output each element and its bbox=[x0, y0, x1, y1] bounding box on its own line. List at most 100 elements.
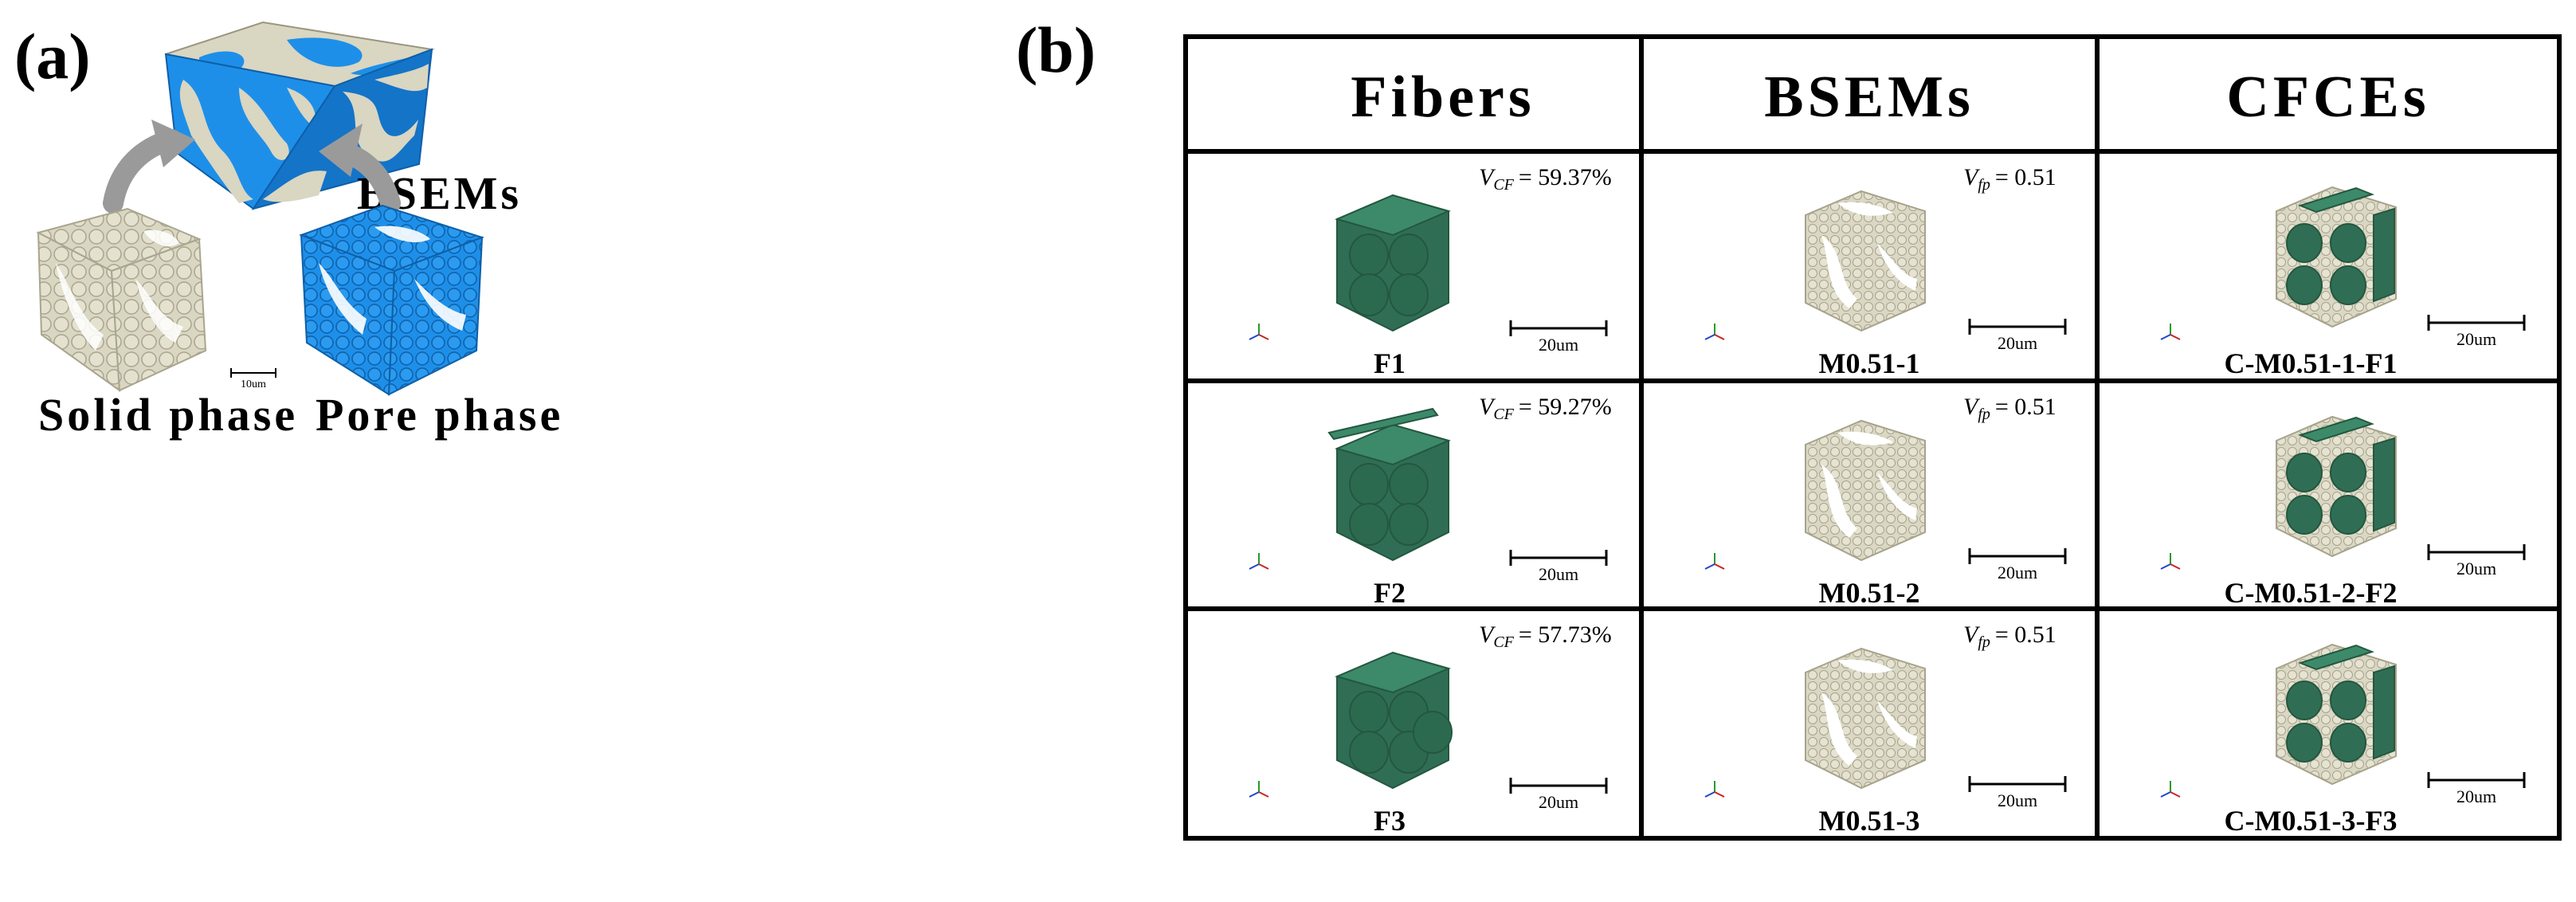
scale-bar-label: 20um bbox=[1539, 564, 1578, 584]
cfce-fiber-end bbox=[2330, 265, 2366, 305]
arrow-head bbox=[319, 124, 363, 177]
cfce-name: C-M0.51-1-F1 bbox=[2225, 347, 2398, 379]
scale-bar-label: 20um bbox=[2456, 559, 2496, 578]
axis-x bbox=[2170, 334, 2181, 340]
pore-phase-cube bbox=[299, 204, 485, 396]
panel-b-table-grid bbox=[1183, 34, 2562, 841]
scale-bar: 20um bbox=[1968, 548, 2067, 582]
bsem-void bbox=[1821, 692, 1857, 766]
cfce-name: C-M0.51-2-F2 bbox=[2225, 577, 2398, 609]
bsem-block bbox=[1805, 647, 1926, 790]
axis-x bbox=[1258, 791, 1269, 798]
solid-void bbox=[143, 229, 179, 247]
vcf-annotation-subscript: CF bbox=[1493, 406, 1514, 423]
cfce-fiber-side bbox=[2373, 665, 2395, 760]
solid-phase-label: Solid phase bbox=[38, 389, 298, 441]
cfce-fiber-end bbox=[2330, 495, 2366, 535]
axis-triad-icon bbox=[1249, 553, 1269, 570]
vcf-annotation-symbol: V bbox=[1479, 622, 1496, 648]
axis-triad-icon bbox=[1249, 781, 1269, 798]
vcf-annotation: VCF= 59.37% bbox=[1479, 164, 1612, 194]
cfce-fiber-top bbox=[2298, 644, 2374, 671]
bsem-top-pore-patch bbox=[351, 56, 414, 76]
fiber-end bbox=[1389, 233, 1429, 276]
axis-z bbox=[2160, 334, 2171, 340]
cfce-fiber-side bbox=[2373, 437, 2395, 532]
fiber-top bbox=[1335, 651, 1451, 694]
axis-z bbox=[2160, 791, 2171, 798]
cfce-fiber-end bbox=[2286, 453, 2323, 492]
scale-bar-label: 20um bbox=[1539, 792, 1578, 812]
scale-bar: 20um bbox=[1509, 320, 1608, 355]
cfce-fiber-end bbox=[2286, 265, 2323, 305]
axis-triad-icon bbox=[1249, 324, 1269, 340]
bsem-block bbox=[1805, 419, 1926, 562]
axis-x bbox=[1714, 791, 1725, 798]
scale-bar: 20um bbox=[1509, 550, 1608, 584]
bsem-void bbox=[1877, 473, 1917, 520]
cfce-structure bbox=[2276, 415, 2397, 558]
scale-bar-label: 20um bbox=[1998, 333, 2037, 353]
axis-z bbox=[1704, 791, 1715, 798]
bsem-void bbox=[1821, 235, 1857, 308]
solid-void bbox=[135, 279, 183, 343]
vfp-annotation-symbol: V bbox=[1963, 394, 1981, 420]
header-fibers: Fibers bbox=[1351, 65, 1535, 130]
axis-z bbox=[1704, 334, 1715, 340]
pore-void bbox=[414, 279, 466, 331]
fiber-end bbox=[1349, 503, 1389, 546]
bsem-cube bbox=[164, 21, 435, 210]
cfce-name: C-M0.51-3-F3 bbox=[2225, 805, 2398, 837]
cfce-fiber-end bbox=[2330, 723, 2366, 763]
vcf-annotation-symbol: V bbox=[1479, 394, 1496, 420]
cfce-structure bbox=[2276, 643, 2397, 786]
bsem-right-solid-band bbox=[263, 171, 327, 202]
panel-a: (a) BSEMs bbox=[14, 20, 560, 441]
fiber-end bbox=[1389, 463, 1429, 506]
bsem-block bbox=[1805, 190, 1926, 332]
axis-x bbox=[2170, 563, 2181, 570]
axis-x bbox=[2170, 791, 2181, 798]
scale-bar-label: 20um bbox=[2456, 786, 2496, 806]
solid-void bbox=[56, 263, 104, 351]
cfce-fiber-end bbox=[2330, 453, 2366, 492]
pore-void bbox=[319, 263, 367, 335]
arrow-solid-to-bsem bbox=[103, 120, 195, 214]
scale-bar: 20um bbox=[2427, 772, 2526, 806]
vfp-annotation-subscript: fp bbox=[1978, 406, 1990, 423]
cfce-fiber-end bbox=[2286, 680, 2323, 720]
axis-z bbox=[1249, 791, 1260, 798]
axis-triad-icon bbox=[1704, 553, 1725, 570]
axis-z bbox=[1249, 334, 1260, 340]
bsem-left-solid-band bbox=[287, 88, 316, 127]
vfp-annotation: Vfp= 0.51 bbox=[1963, 394, 2056, 423]
fiber-strip bbox=[1327, 407, 1439, 441]
scale-bar: 20um bbox=[2427, 544, 2526, 578]
bsem-name: M0.51-2 bbox=[1819, 577, 1920, 609]
fiber-bundle bbox=[1335, 194, 1451, 332]
vfp-annotation-symbol: V bbox=[1963, 622, 1981, 648]
vcf-annotation-symbol: V bbox=[1479, 164, 1496, 190]
fiber-name: F1 bbox=[1374, 347, 1406, 379]
bsem-name: M0.51-3 bbox=[1819, 805, 1920, 837]
bsem-right-solid-band bbox=[374, 64, 429, 92]
header-bsems: BSEMs bbox=[1764, 65, 1974, 130]
bsem-structure bbox=[1805, 419, 1926, 562]
vcf-annotation-value: = 59.37% bbox=[1519, 164, 1612, 190]
panel-a-label: (a) bbox=[14, 20, 91, 92]
vcf-annotation-value: = 59.27% bbox=[1519, 394, 1612, 420]
cfce-fiber-side bbox=[2373, 207, 2395, 303]
cfce-fiber-top bbox=[2298, 186, 2374, 214]
vfp-annotation: Vfp= 0.51 bbox=[1963, 164, 2056, 194]
vfp-annotation-subscript: fp bbox=[1978, 633, 1990, 651]
table-border bbox=[1183, 34, 2562, 841]
